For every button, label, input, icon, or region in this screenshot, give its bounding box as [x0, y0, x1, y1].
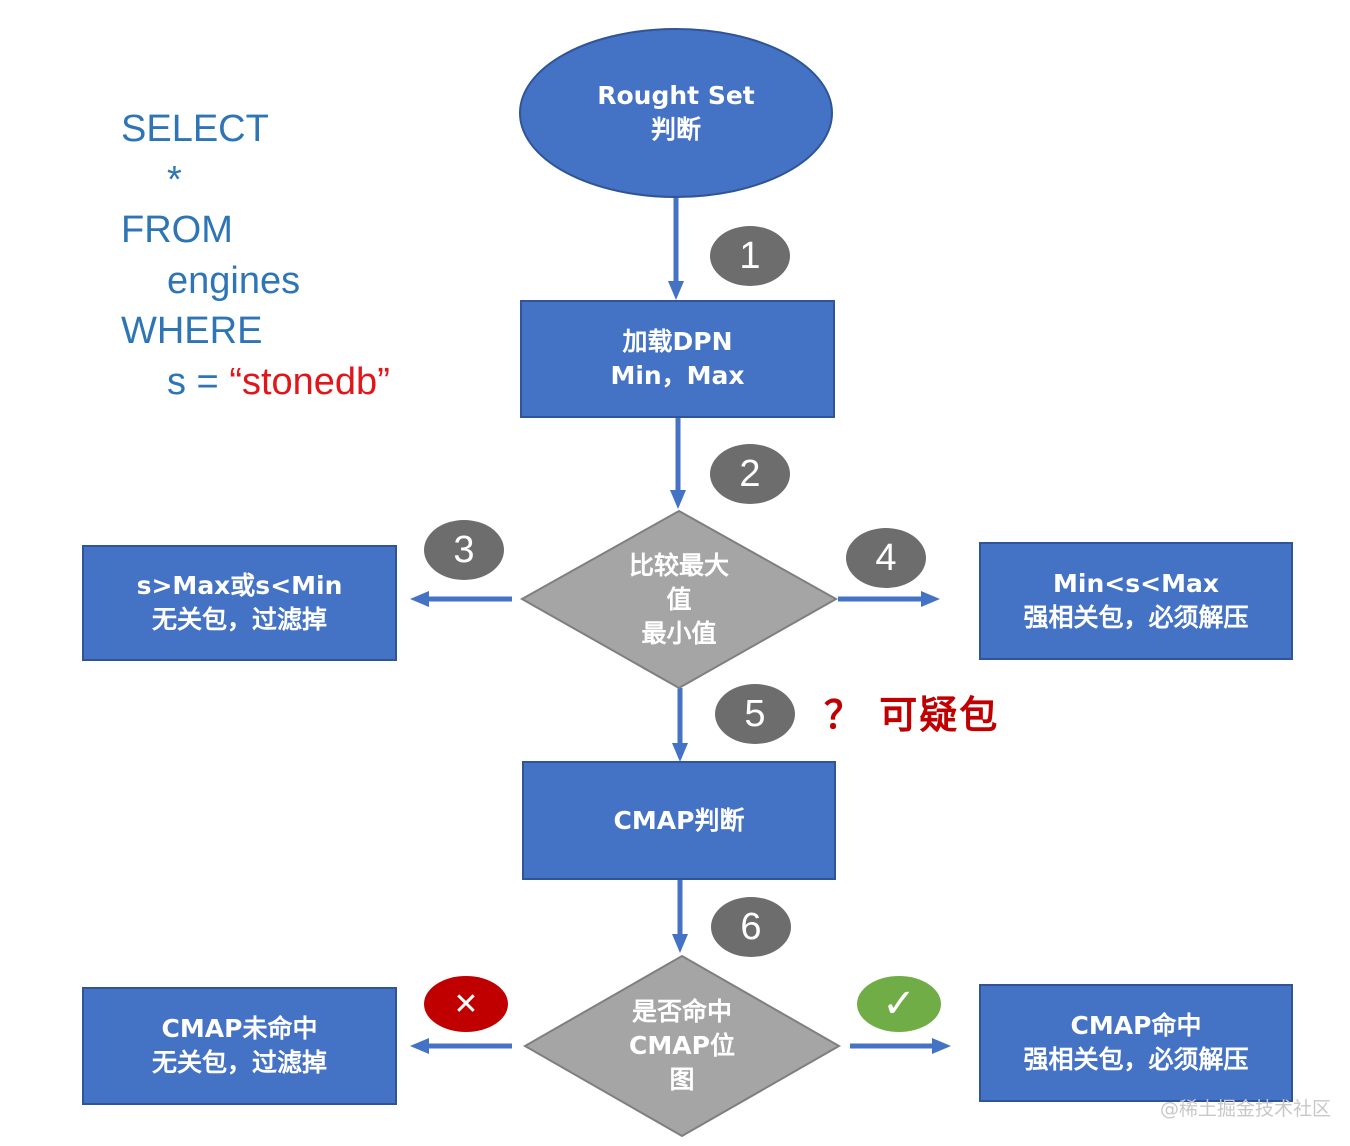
inside-range-line-2: 强相关包，必须解压 — [1023, 603, 1249, 632]
rough-set-ellipse — [519, 28, 833, 198]
sql-query: SELECT * FROM engines WHERE s = “stonedb… — [121, 104, 390, 407]
arrow-4-head — [921, 591, 940, 607]
cmap-judge-box — [522, 761, 836, 880]
inside-range-line-1: Min<s<Max — [1053, 569, 1219, 598]
outside-range-box — [82, 545, 397, 661]
sql-literal: “stonedb” — [229, 360, 390, 403]
cmap-hit-check-line-2: CMAP位 — [629, 1031, 735, 1060]
step-4-number: 4 — [875, 536, 897, 579]
compare-line-2: 值 — [666, 584, 692, 614]
arrow-hit-head — [932, 1038, 951, 1054]
cmap-miss-line-2: 无关包，过滤掉 — [151, 1048, 327, 1077]
inside-range-label: Min<s<Max 强相关包，必须解压 — [980, 543, 1292, 659]
step-5-badge — [715, 684, 795, 744]
arrow-miss-head — [410, 1038, 429, 1054]
cmap-hit-label: CMAP命中 强相关包，必须解压 — [980, 985, 1292, 1101]
cmap-hit-check-label: 是否命中 CMAP位 图 — [583, 956, 781, 1136]
hit-mark-badge — [857, 976, 941, 1032]
check-icon: ✓ — [882, 981, 916, 1027]
cmap-hit-line-2: 强相关包，必须解压 — [1023, 1045, 1249, 1074]
compare-diamond — [519, 509, 839, 690]
sql-star: * — [167, 158, 182, 201]
rough-set-line-2: 判断 — [650, 115, 701, 144]
rough-set-label: Rought Set 判断 — [520, 29, 832, 197]
cmap-hit-check-diamond — [522, 954, 842, 1138]
arrow-6-head — [672, 934, 688, 953]
sql-condition-lhs: s = — [167, 360, 230, 403]
arrow-2-head — [670, 490, 686, 509]
cmap-miss-label: CMAP未命中 无关包，过滤掉 — [83, 988, 396, 1104]
outside-range-line-1: s>Max或s<Min — [136, 571, 343, 600]
load-dpn-box — [520, 300, 835, 418]
cmap-hit-check-line-3: 图 — [669, 1065, 695, 1094]
cmap-judge-label: CMAP判断 — [523, 762, 835, 879]
suspect-package-label: ？ 可疑包 — [824, 693, 1000, 737]
step-1-badge — [710, 226, 790, 286]
arrow-1-head — [668, 281, 684, 300]
arrow-3-head — [410, 591, 429, 607]
cmap-hit-line-1: CMAP命中 — [1070, 1011, 1202, 1040]
cmap-hit-check-line-1: 是否命中 — [631, 997, 732, 1026]
step-3-number: 3 — [453, 528, 475, 571]
cmap-miss-box — [82, 987, 397, 1105]
cmap-miss-line-1: CMAP未命中 — [161, 1014, 318, 1043]
sql-condition: s = “stonedb” — [121, 357, 390, 408]
connectors — [410, 198, 951, 1054]
step-4-badge — [846, 528, 926, 588]
step-2-number: 2 — [739, 452, 761, 495]
step-1-number: 1 — [739, 234, 761, 277]
load-dpn-line-1: 加载DPN — [622, 327, 733, 356]
step-5-number: 5 — [744, 692, 766, 735]
cmap-hit-box — [979, 984, 1293, 1102]
step-3-badge — [424, 520, 504, 580]
step-6-badge — [711, 897, 791, 957]
outside-range-label: s>Max或s<Min 无关包，过滤掉 — [83, 546, 396, 660]
load-dpn-line-2: Min，Max — [610, 361, 745, 390]
rough-set-line-1: Rought Set — [597, 81, 755, 110]
outside-range-line-2: 无关包，过滤掉 — [151, 605, 327, 634]
compare-label: 比较最大 值 最小值 — [580, 511, 778, 688]
arrow-5-head — [672, 743, 688, 762]
watermark: @稀土掘金技术社区 — [1160, 1098, 1332, 1120]
sql-from: FROM — [121, 209, 233, 251]
load-dpn-label: 加载DPN Min，Max — [521, 301, 834, 417]
sql-table: engines — [167, 259, 301, 302]
step-2-badge — [710, 444, 790, 504]
compare-line-1: 比较最大 — [628, 550, 729, 580]
step-6-number: 6 — [740, 905, 762, 948]
miss-mark-badge — [424, 976, 508, 1032]
inside-range-box — [979, 542, 1293, 660]
compare-line-3: 最小值 — [641, 618, 717, 648]
cross-icon: ✕ — [453, 986, 479, 1022]
cmap-judge-line-1: CMAP判断 — [613, 805, 745, 835]
sql-select: SELECT — [121, 108, 269, 150]
sql-where: WHERE — [121, 310, 263, 352]
